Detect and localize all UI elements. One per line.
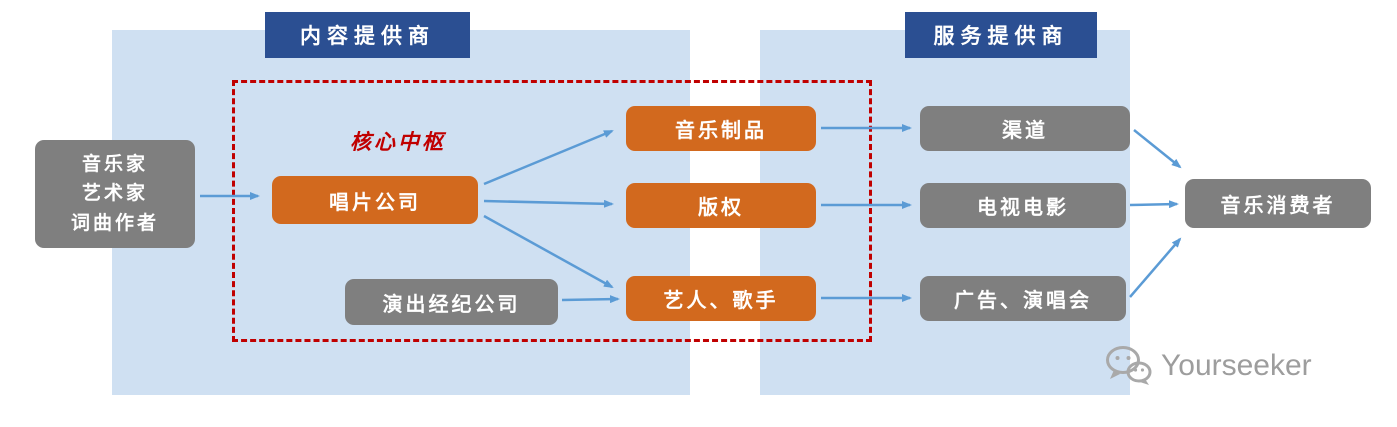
service-provider-label: 服务提供商 xyxy=(933,24,1069,48)
creators-line-2: 艺术家 xyxy=(81,183,148,205)
node-performance-agency: 演出经纪公司 xyxy=(345,279,558,325)
node-music-products: 音乐制品 xyxy=(626,106,816,151)
node-copyright: 版权 xyxy=(626,183,816,228)
arrow-tv-to-consumers xyxy=(1129,200,1179,209)
core-hub-frame xyxy=(232,80,872,342)
node-tv-movies: 电视电影 xyxy=(920,183,1126,228)
node-artists-singers: 艺人、歌手 xyxy=(626,276,816,321)
creators-line-1: 音乐家 xyxy=(81,153,148,175)
node-music-consumers: 音乐消费者 xyxy=(1185,179,1371,228)
node-ads-concerts: 广告、演唱会 xyxy=(920,276,1126,321)
content-provider-label: 内容提供商 xyxy=(300,24,435,48)
node-channels: 渠道 xyxy=(920,106,1130,151)
watermark-brand: Yourseeker xyxy=(1161,349,1312,382)
node-record-company: 唱片公司 xyxy=(272,176,478,224)
creators-line-3: 词曲作者 xyxy=(70,212,159,234)
node-creators: 音乐家 艺术家 词曲作者 xyxy=(35,140,195,248)
core-hub-label: 核心中枢 xyxy=(350,130,446,154)
arrow-channels-to-consumers xyxy=(1133,129,1182,169)
wechat-icon xyxy=(1105,345,1153,387)
service-provider-badge: 服务提供商 xyxy=(905,12,1097,58)
arrow-ads-to-consumers xyxy=(1129,237,1182,298)
content-provider-badge: 内容提供商 xyxy=(265,12,470,58)
watermark: Yourseeker xyxy=(1105,345,1312,387)
